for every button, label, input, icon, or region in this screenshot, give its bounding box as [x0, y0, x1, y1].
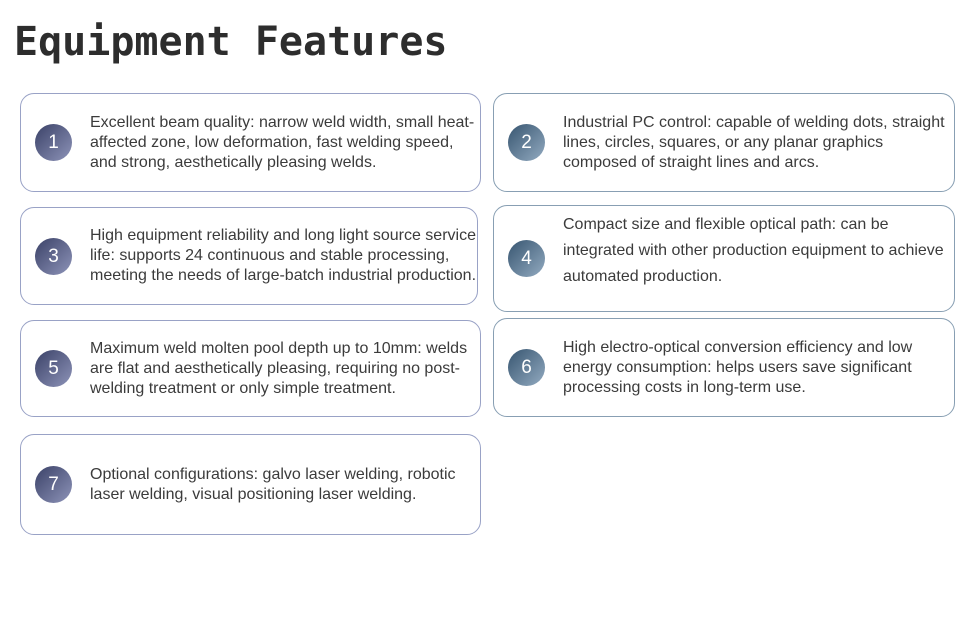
feature-card-5: 5 Maximum weld molten pool depth up to 1… — [20, 320, 481, 417]
number-badge: 6 — [508, 349, 545, 386]
number-badge: 3 — [35, 237, 72, 275]
feature-text: High equipment reliability and long ligh… — [90, 227, 477, 284]
number-badge: 4 — [508, 240, 545, 277]
feature-card-4: 4 Compact size and flexible optical path… — [493, 205, 955, 312]
number-badge: 7 — [35, 466, 72, 503]
feature-text: Optional configurations: galvo laser wel… — [90, 465, 456, 503]
number-badge: 2 — [508, 124, 545, 161]
feature-card-3: 3 High equipment reliability and long li… — [20, 207, 478, 305]
number-badge: 1 — [35, 124, 72, 161]
feature-text: Compact size and flexible optical path: … — [563, 216, 944, 285]
feature-card-7: 7 Optional configurations: galvo laser w… — [20, 434, 481, 535]
page-title: Equipment Features — [14, 19, 448, 65]
feature-text: Industrial PC control: capable of weldin… — [563, 113, 945, 171]
number-badge: 5 — [35, 350, 72, 387]
feature-text: Maximum weld molten pool depth up to 10m… — [90, 339, 468, 397]
feature-card-1: 1 Excellent beam quality: narrow weld wi… — [20, 93, 481, 192]
feature-text: High electro-optical conversion efficien… — [563, 338, 913, 396]
feature-card-2: 2 Industrial PC control: capable of weld… — [493, 93, 955, 192]
feature-card-6: 6 High electro-optical conversion effici… — [493, 318, 955, 417]
feature-text: Excellent beam quality: narrow weld widt… — [90, 113, 475, 171]
